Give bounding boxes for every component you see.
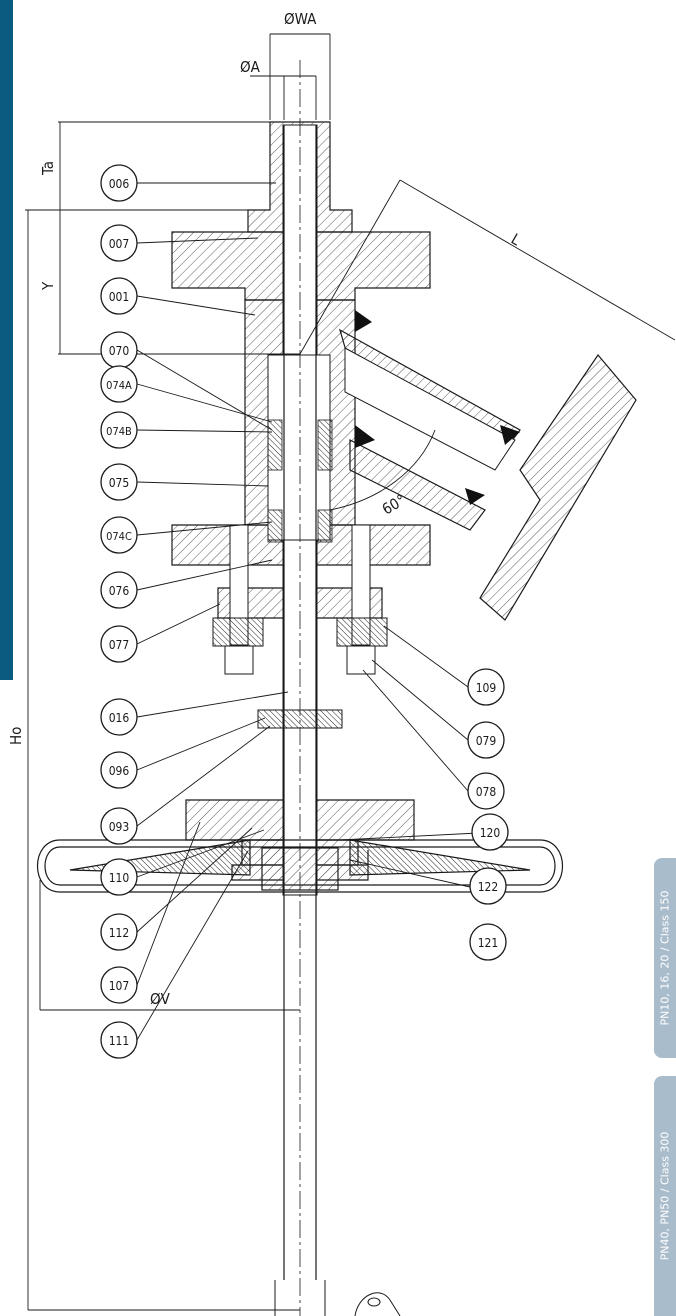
dim-diameter-v: ØV bbox=[150, 990, 171, 1008]
callout-110: 110 bbox=[100, 858, 138, 896]
callout-112: 112 bbox=[100, 913, 138, 951]
bottom-detail bbox=[274, 1280, 401, 1316]
tab-label: PN10, 16, 20 / Class 150 bbox=[658, 890, 672, 1026]
svg-text:079: 079 bbox=[476, 734, 497, 748]
svg-text:112: 112 bbox=[109, 926, 130, 940]
callout-bubbles: 006 007 001 070 074A 074B 075 074C 076 0… bbox=[100, 164, 509, 1059]
svg-text:110: 110 bbox=[109, 871, 130, 885]
callout-006: 006 bbox=[100, 164, 138, 202]
dim-diameter-a: ØA bbox=[240, 58, 261, 76]
tab-pn10-class150[interactable]: PN10, 16, 20 / Class 150 bbox=[654, 858, 676, 1058]
callout-121: 121 bbox=[469, 923, 507, 961]
welds bbox=[355, 310, 520, 505]
dim-ta: Ta bbox=[39, 161, 57, 176]
callout-074b: 074B bbox=[100, 411, 138, 449]
callout-122: 122 bbox=[469, 867, 507, 905]
svg-text:122: 122 bbox=[478, 880, 499, 894]
stem bbox=[283, 60, 317, 1316]
dim-l: L bbox=[508, 230, 524, 250]
svg-text:078: 078 bbox=[476, 785, 497, 799]
svg-text:001: 001 bbox=[109, 290, 130, 304]
svg-text:096: 096 bbox=[109, 764, 130, 778]
svg-text:093: 093 bbox=[109, 820, 130, 834]
callout-075: 075 bbox=[100, 463, 138, 501]
tab-label: PN40, PN50 / Class 300 bbox=[658, 1131, 672, 1261]
callout-077: 077 bbox=[100, 625, 138, 663]
dim-diameter-wa: ØWA bbox=[284, 10, 317, 28]
callout-093: 093 bbox=[100, 807, 138, 845]
svg-text:074B: 074B bbox=[106, 425, 132, 438]
svg-text:075: 075 bbox=[109, 476, 130, 490]
callout-074c: 074C bbox=[100, 516, 138, 554]
callout-007: 007 bbox=[100, 224, 138, 262]
callout-111: 111 bbox=[100, 1021, 138, 1059]
callout-079: 079 bbox=[467, 721, 505, 759]
svg-text:077: 077 bbox=[109, 638, 130, 652]
svg-text:070: 070 bbox=[109, 344, 130, 358]
svg-text:120: 120 bbox=[480, 826, 501, 840]
svg-text:121: 121 bbox=[478, 936, 499, 950]
callout-001: 001 bbox=[100, 277, 138, 315]
callout-078: 078 bbox=[467, 772, 505, 810]
callout-107: 107 bbox=[100, 966, 138, 1004]
svg-text:111: 111 bbox=[109, 1034, 130, 1048]
leader-lines bbox=[136, 182, 487, 1041]
svg-text:074C: 074C bbox=[106, 530, 132, 543]
dimension-lines bbox=[25, 33, 676, 1311]
stem-pin bbox=[257, 709, 343, 729]
svg-text:109: 109 bbox=[476, 681, 497, 695]
sidebar-strip bbox=[0, 0, 13, 680]
svg-text:074A: 074A bbox=[106, 379, 132, 392]
svg-text:076: 076 bbox=[109, 584, 130, 598]
callout-070: 070 bbox=[100, 331, 138, 369]
dim-ho: Ho bbox=[7, 727, 25, 745]
callout-096: 096 bbox=[100, 751, 138, 789]
svg-text:016: 016 bbox=[109, 711, 130, 725]
callout-109: 109 bbox=[467, 668, 505, 706]
packing-rings bbox=[267, 419, 333, 543]
callout-074a: 074A bbox=[100, 365, 138, 403]
callout-120: 120 bbox=[471, 813, 509, 851]
svg-text:006: 006 bbox=[109, 177, 130, 191]
svg-text:007: 007 bbox=[109, 237, 130, 251]
callout-016: 016 bbox=[100, 698, 138, 736]
callout-076: 076 bbox=[100, 571, 138, 609]
dim-y: Y bbox=[39, 281, 57, 291]
svg-text:107: 107 bbox=[109, 979, 130, 993]
tab-pn40-class300[interactable]: PN40, PN50 / Class 300 bbox=[654, 1076, 676, 1316]
